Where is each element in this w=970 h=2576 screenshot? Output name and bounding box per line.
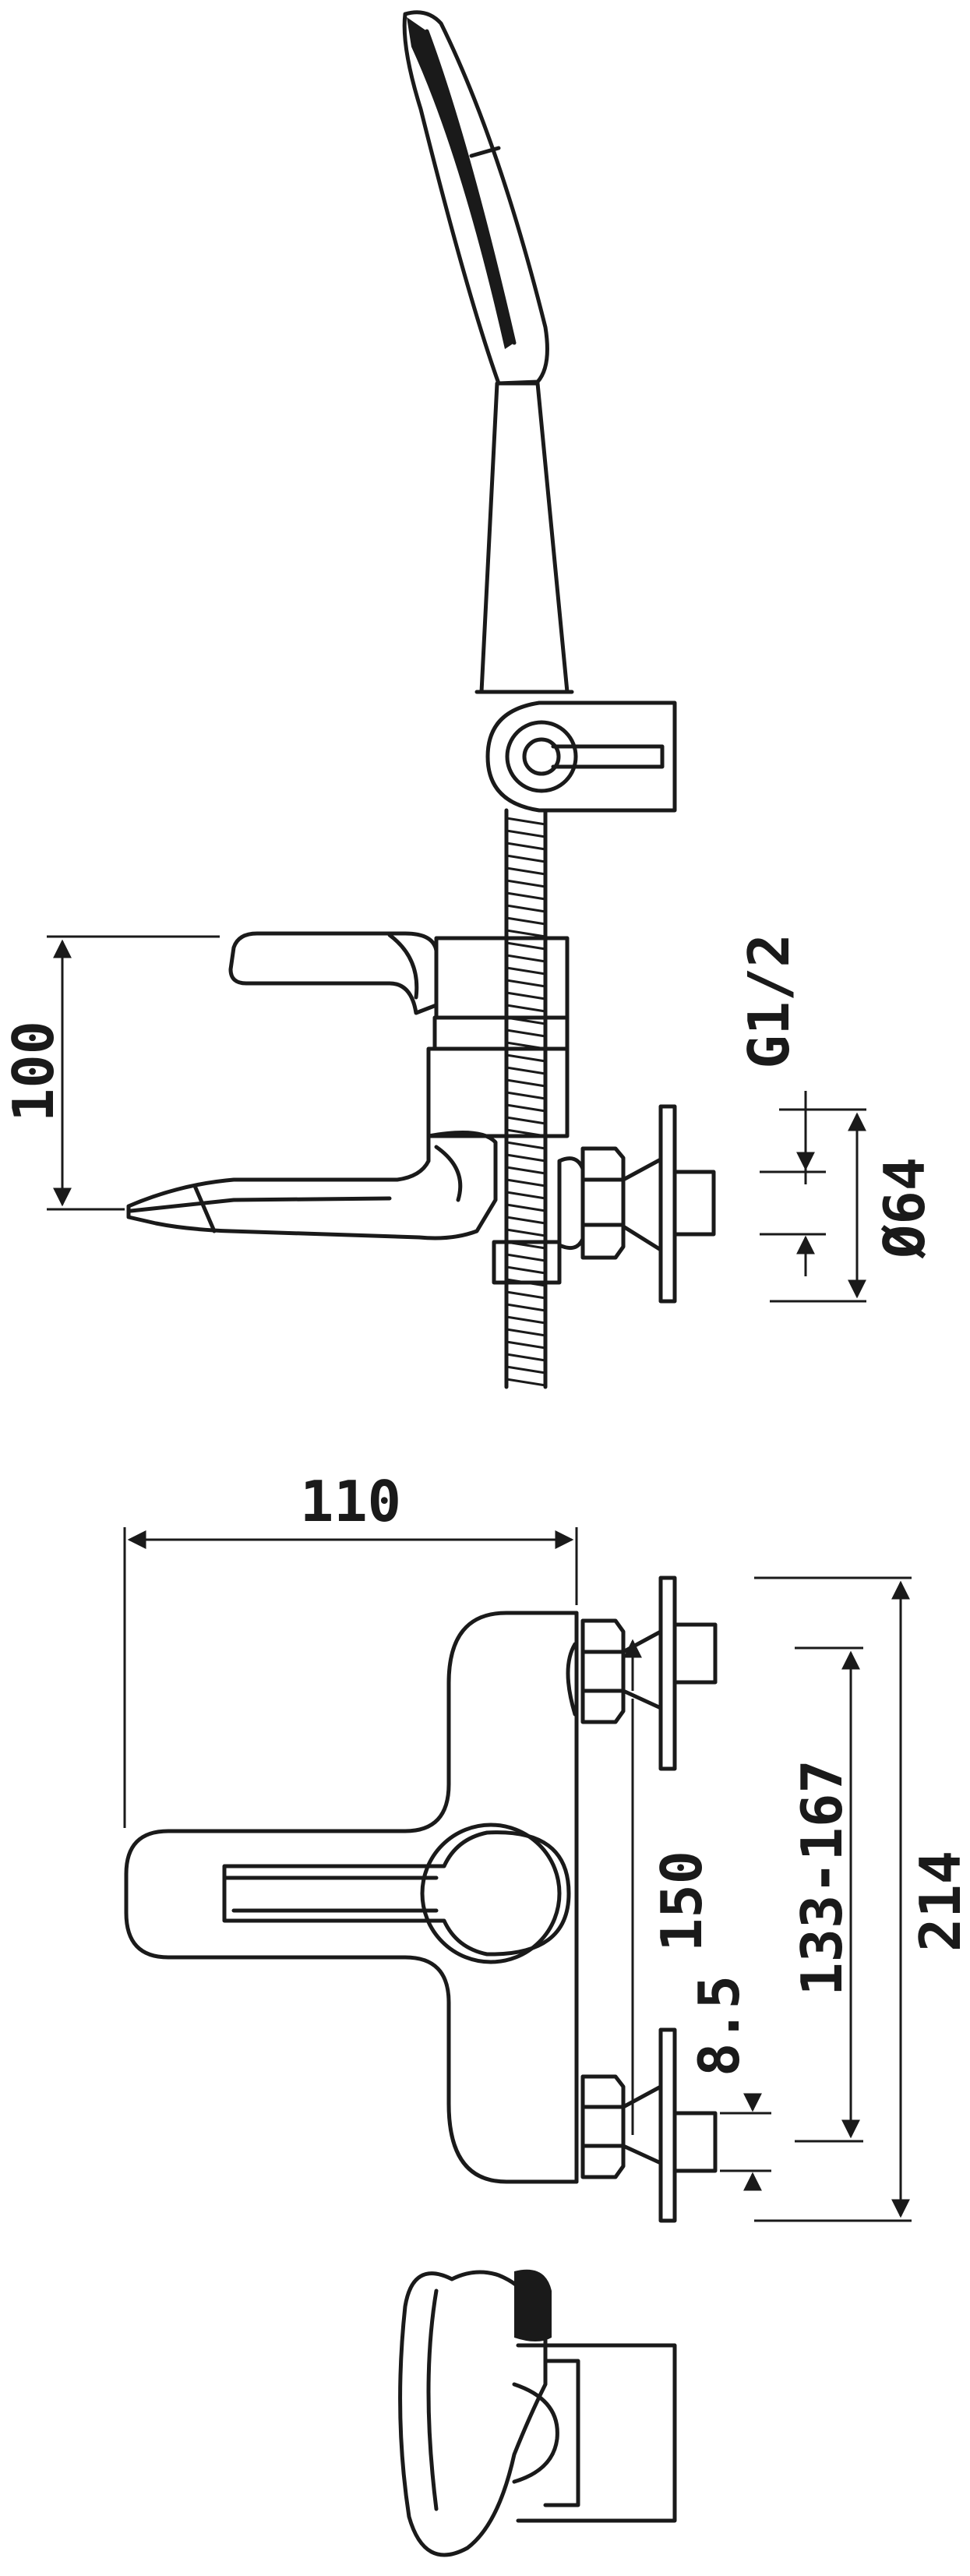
wall-connection-side bbox=[557, 1104, 716, 1304]
lever-handle bbox=[228, 931, 570, 1138]
shower-holder bbox=[485, 700, 677, 813]
wall-connector-lower bbox=[580, 2027, 718, 2223]
spout bbox=[126, 1131, 498, 1240]
dim-spout-height: 100 bbox=[1, 935, 220, 1211]
dim-label-thread: G1/2 bbox=[736, 933, 802, 1068]
dim-label-133-167: 133-167 bbox=[789, 1759, 855, 1996]
dim-label-110: 110 bbox=[300, 1469, 401, 1534]
top-view: 110 bbox=[123, 1469, 970, 2223]
end-view bbox=[398, 2269, 677, 2557]
dim-body-width: 110 bbox=[123, 1469, 578, 1828]
side-view: 100 G1/2 Ø64 bbox=[1, 10, 937, 1389]
dim-label-diameter: Ø64 bbox=[872, 1157, 937, 1259]
hose-connector bbox=[492, 1240, 562, 1285]
dim-label-100: 100 bbox=[1, 1021, 66, 1122]
shower-head bbox=[402, 10, 574, 694]
dim-overall-length: 214 bbox=[754, 1576, 970, 2222]
wall-connector-upper bbox=[566, 1576, 718, 1771]
dim-adjust-range: 133-167 bbox=[789, 1646, 863, 2143]
faucet-body-top bbox=[124, 1611, 579, 2184]
dim-center-distance: 150 bbox=[631, 1699, 714, 2135]
dim-offset: 8.5 bbox=[686, 1975, 771, 2191]
dim-thread-diameter: G1/2 Ø64 bbox=[736, 933, 937, 1303]
shower-hose bbox=[504, 808, 548, 1389]
dim-label-214: 214 bbox=[908, 1851, 970, 1952]
dim-label-150: 150 bbox=[649, 1851, 714, 1952]
dim-label-8-5: 8.5 bbox=[686, 1975, 752, 2077]
